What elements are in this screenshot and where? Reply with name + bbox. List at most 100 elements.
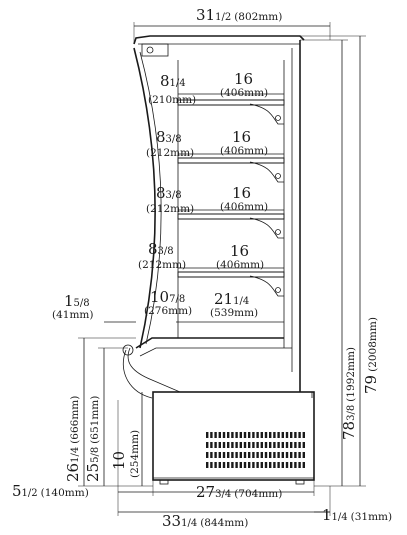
vent-slot (264, 432, 268, 438)
shelf-3-depth-label: 16 (232, 184, 251, 202)
vent-slot (252, 452, 255, 458)
deck-gap-label: 107/8 (150, 288, 185, 306)
vent-slot (298, 432, 301, 438)
vent-slot (235, 462, 238, 468)
vent-slot (290, 442, 293, 448)
base-width-label: 331/4(844mm) (162, 512, 248, 530)
vent-slot (222, 432, 226, 438)
vent-slot (248, 452, 251, 458)
deck-height-a-label: 261/4(666mm) (64, 396, 82, 482)
vent-slot (239, 452, 242, 458)
vent-slot (248, 442, 251, 448)
vent-slot (273, 432, 276, 438)
vent-slot (239, 442, 242, 448)
front-curved-panel (133, 47, 156, 349)
shelf-1 (177, 99, 285, 125)
case-outline (122, 35, 315, 485)
vent-slot (206, 452, 209, 458)
vent-slot (302, 432, 305, 438)
bumper-curve (122, 349, 153, 399)
canopy-top (133, 35, 305, 45)
vent-slot (206, 432, 209, 438)
vent-slot (302, 462, 305, 468)
dimension-labels: 311/2(802mm) 81/4 (210mm) 16 (406mm) 83/… (12, 6, 392, 530)
shelf-1-depth-mm: (406mm) (220, 87, 268, 99)
vent-slot (239, 432, 242, 438)
bumper-label: 15/8 (64, 292, 90, 310)
shelf-1-gap-label: 81/4 (160, 72, 186, 90)
vent-slot (285, 442, 289, 448)
vent-slot (214, 442, 217, 448)
vent-slot (206, 462, 209, 468)
vent-slot (290, 452, 293, 458)
shelf-4-depth-label: 16 (230, 242, 249, 260)
vent-slot (302, 442, 305, 448)
bumper-knob (122, 344, 134, 356)
vent-slot (281, 462, 284, 468)
vent-slot (231, 452, 234, 458)
shelf-1-gap-mm: (210mm) (148, 94, 196, 106)
vent-slot (210, 442, 213, 448)
vent-slot (277, 452, 280, 458)
deck-depth-label: 211/4 (214, 290, 249, 308)
vent-slot (227, 452, 230, 458)
cabinet-depth-label: 273/4(704mm) (196, 483, 282, 501)
vent-slot (256, 432, 259, 438)
rear-offset-label: 11/4(31mm) (322, 506, 392, 524)
canopy-light-box (141, 43, 169, 57)
vent-slot (302, 452, 305, 458)
vent-slot (294, 462, 297, 468)
vent-slot (235, 442, 238, 448)
vent-slot (239, 462, 242, 468)
canopy-fixture (146, 46, 154, 54)
shelf-2-depth-label: 16 (232, 128, 251, 146)
vent-slot (210, 462, 213, 468)
front-overhang-label: 51/2(140mm) (12, 482, 89, 500)
vent-slot (222, 462, 226, 468)
deck-front-lip (135, 337, 284, 349)
vent-slot (294, 452, 297, 458)
vent-slot (260, 432, 263, 438)
vent-slot (243, 452, 247, 458)
vent-slot (243, 432, 247, 438)
shelves (177, 99, 285, 297)
vent-slot (294, 442, 297, 448)
vent-slot (273, 442, 276, 448)
vent-slot (298, 462, 301, 468)
shelf-3-gap-label: 83/8 (156, 184, 182, 202)
vent-slot (227, 442, 230, 448)
vent-slot (269, 432, 272, 438)
vent-slot (235, 452, 238, 458)
vent-slot (294, 432, 297, 438)
vent-slot (248, 432, 251, 438)
vent-slot (206, 442, 209, 448)
vent-slot (281, 452, 284, 458)
vent-slot (277, 432, 280, 438)
vent-slot (298, 442, 301, 448)
vent-slot (235, 432, 238, 438)
vent-slot (252, 462, 255, 468)
vent-slot (285, 432, 289, 438)
vent-slot (218, 432, 221, 438)
shelf-3-gap-mm: (212mm) (146, 203, 194, 215)
vent-slot (218, 452, 221, 458)
vent-slot (290, 462, 293, 468)
shelf-4-depth-mm: (406mm) (216, 259, 264, 271)
vent-slot (273, 452, 276, 458)
kick-height-label: 10 (110, 451, 128, 470)
vent-slot (285, 462, 289, 468)
shelf-4-gap-label: 83/8 (148, 240, 174, 258)
vent-slot (231, 442, 234, 448)
vent-slot (243, 462, 247, 468)
kick-height-mm: (254mm) (129, 430, 141, 478)
shelf-2 (177, 157, 285, 183)
vent-slot (269, 452, 272, 458)
shelf-2-gap-label: 83/8 (156, 128, 182, 146)
vent-slot (290, 432, 293, 438)
vent-slot (222, 442, 226, 448)
deck-gap-mm: (276mm) (144, 305, 192, 317)
inner-height-label: 783/8(1992mm) (340, 347, 358, 440)
vent-slot (210, 452, 213, 458)
vent-slot (248, 462, 251, 468)
